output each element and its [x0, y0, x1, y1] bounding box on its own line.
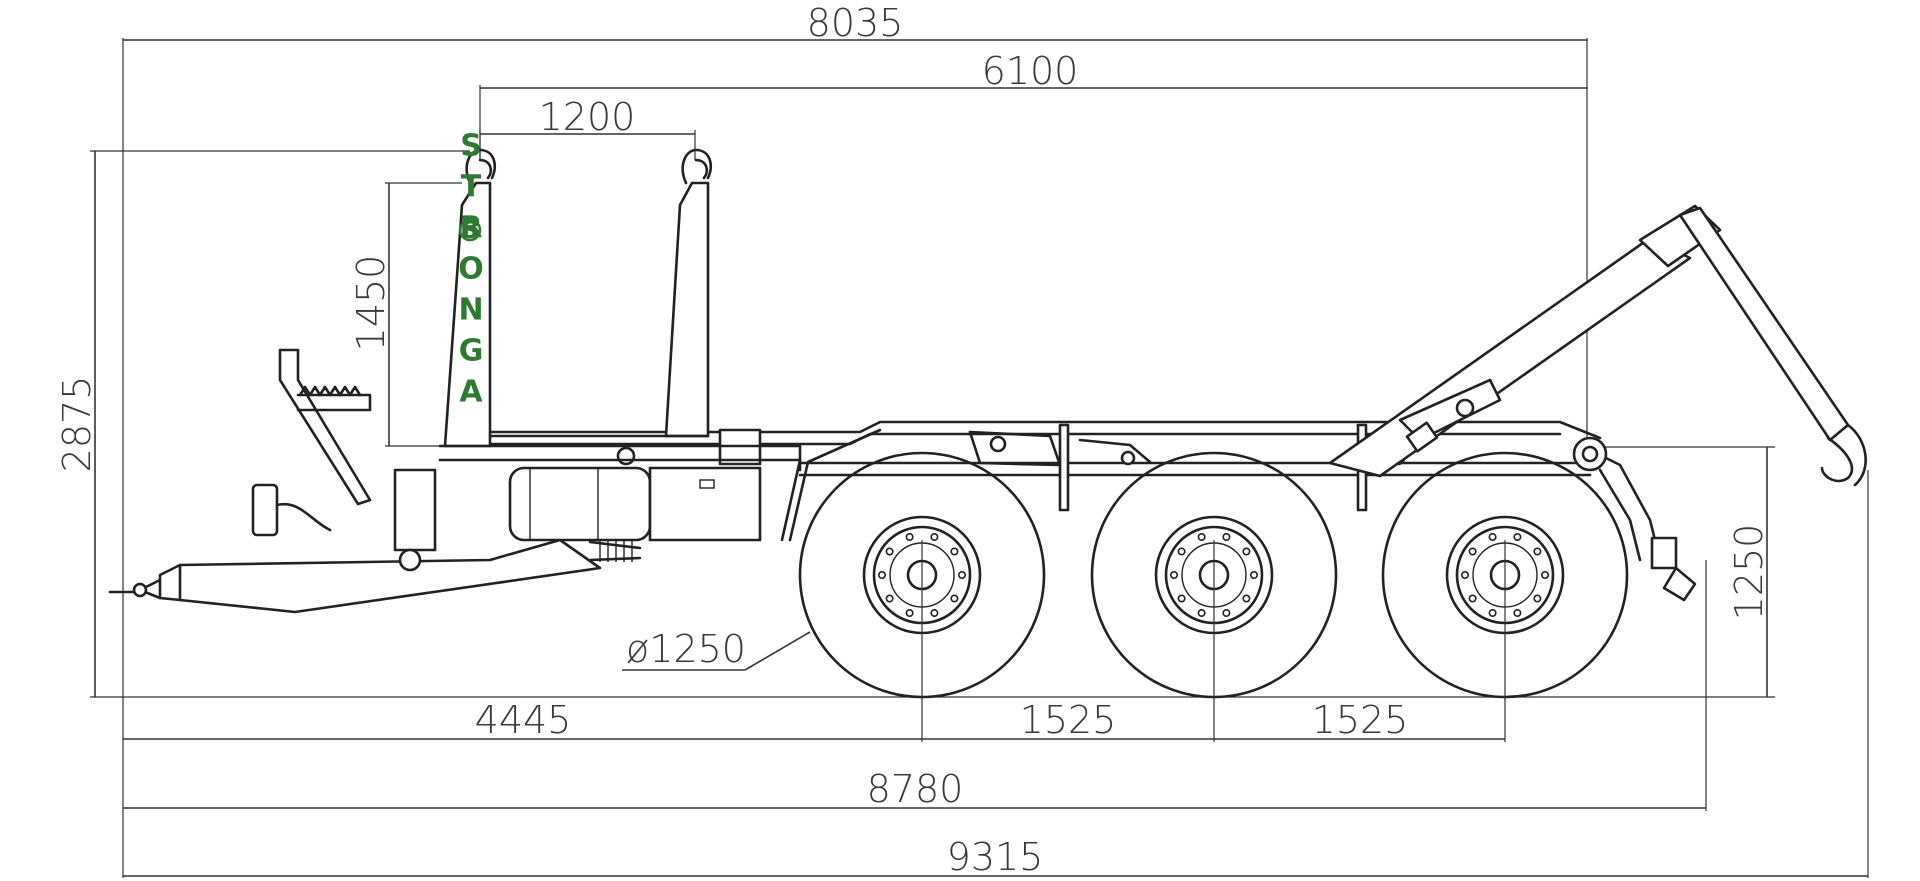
wheel-bolt [1177, 594, 1186, 603]
wheel-bolt [930, 532, 939, 541]
wheel-bolt [1468, 594, 1477, 603]
brand-logo-glyph: S [461, 216, 478, 244]
wheel-bolt [930, 608, 939, 617]
wheel-bolt [905, 608, 914, 617]
wheel-middle [1090, 451, 1338, 700]
wheel-bolt [1242, 547, 1251, 556]
dim-label-4445: 4445 [475, 698, 572, 742]
wheel-bolt [1488, 608, 1497, 617]
dim-label-9315: 9315 [947, 835, 1044, 879]
wheel-rear [1381, 451, 1629, 700]
wheel-bolt [1533, 547, 1542, 556]
wheel-bolt [1170, 570, 1179, 579]
tool-box [648, 466, 762, 542]
drawbar [108, 348, 642, 614]
dim-label-1250: 1250 [1727, 524, 1771, 621]
wheel-bolts [877, 532, 1550, 617]
wheel-bolt [905, 532, 914, 541]
wheel-bolt [950, 594, 959, 603]
front-frame-rail [438, 444, 802, 472]
dimension-1250-height: 1250 [1600, 446, 1775, 697]
dim-label-6100: 6100 [982, 49, 1079, 93]
dim-label-1200: 1200 [539, 95, 636, 139]
dim-label-tyre-diameter: ø1250 [626, 627, 746, 671]
wheel-bolt [1222, 532, 1231, 541]
dim-label-2875: 2875 [55, 376, 99, 473]
wheel-bolt [1468, 547, 1477, 556]
dim-label-8780: 8780 [867, 767, 964, 811]
wheel-front [798, 451, 1046, 700]
wheel-bolt [885, 594, 894, 603]
wheel-bolt [950, 547, 959, 556]
wheel-bolt [1197, 608, 1206, 617]
wheel-bolt [957, 570, 966, 579]
brand-text: STRONGA [454, 129, 489, 416]
dimension-8780: 8780 [123, 560, 1707, 811]
wheel-bolt [1533, 594, 1542, 603]
wheel-bolt [1242, 594, 1251, 603]
dimension-8035: 8035 [122, 1, 1588, 560]
air-tank [508, 446, 652, 542]
front-post-left [443, 148, 496, 448]
wheel-bolt [1541, 570, 1550, 579]
dim-label-8035: 8035 [807, 1, 904, 45]
brand-logo: S [458, 216, 482, 244]
wheel-bolt [1250, 570, 1259, 579]
wheel-bolt [1222, 608, 1231, 617]
dim-label-1450: 1450 [349, 255, 393, 352]
dimension-1525-a: 1525 [922, 560, 1215, 742]
brand-logo-circle [458, 218, 482, 242]
dimension-4445: 4445 [122, 560, 923, 878]
front-post-right [664, 148, 712, 438]
hook-arm [1328, 204, 1867, 487]
dimension-6100: 6100 [479, 49, 1587, 160]
wheel-bolt [1513, 608, 1522, 617]
dimension-tyre-diameter: ø1250 [622, 627, 811, 671]
wheel-bolt [1197, 532, 1206, 541]
wheel-bolt [1488, 532, 1497, 541]
wheel-bolt [1177, 547, 1186, 556]
dimension-1200: 1200 [479, 95, 696, 160]
wheel-bolt [1513, 532, 1522, 541]
dim-label-1525-b: 1525 [1312, 698, 1409, 742]
dimension-1450: 1450 [349, 182, 462, 447]
dimension-2875: 2875 [55, 150, 470, 697]
dimension-9315: 9315 [123, 470, 1869, 879]
dim-label-1525-a: 1525 [1020, 698, 1117, 742]
wheel-bolt [1461, 570, 1470, 579]
wheel-bolt [877, 570, 886, 579]
wheel-bolt [885, 547, 894, 556]
